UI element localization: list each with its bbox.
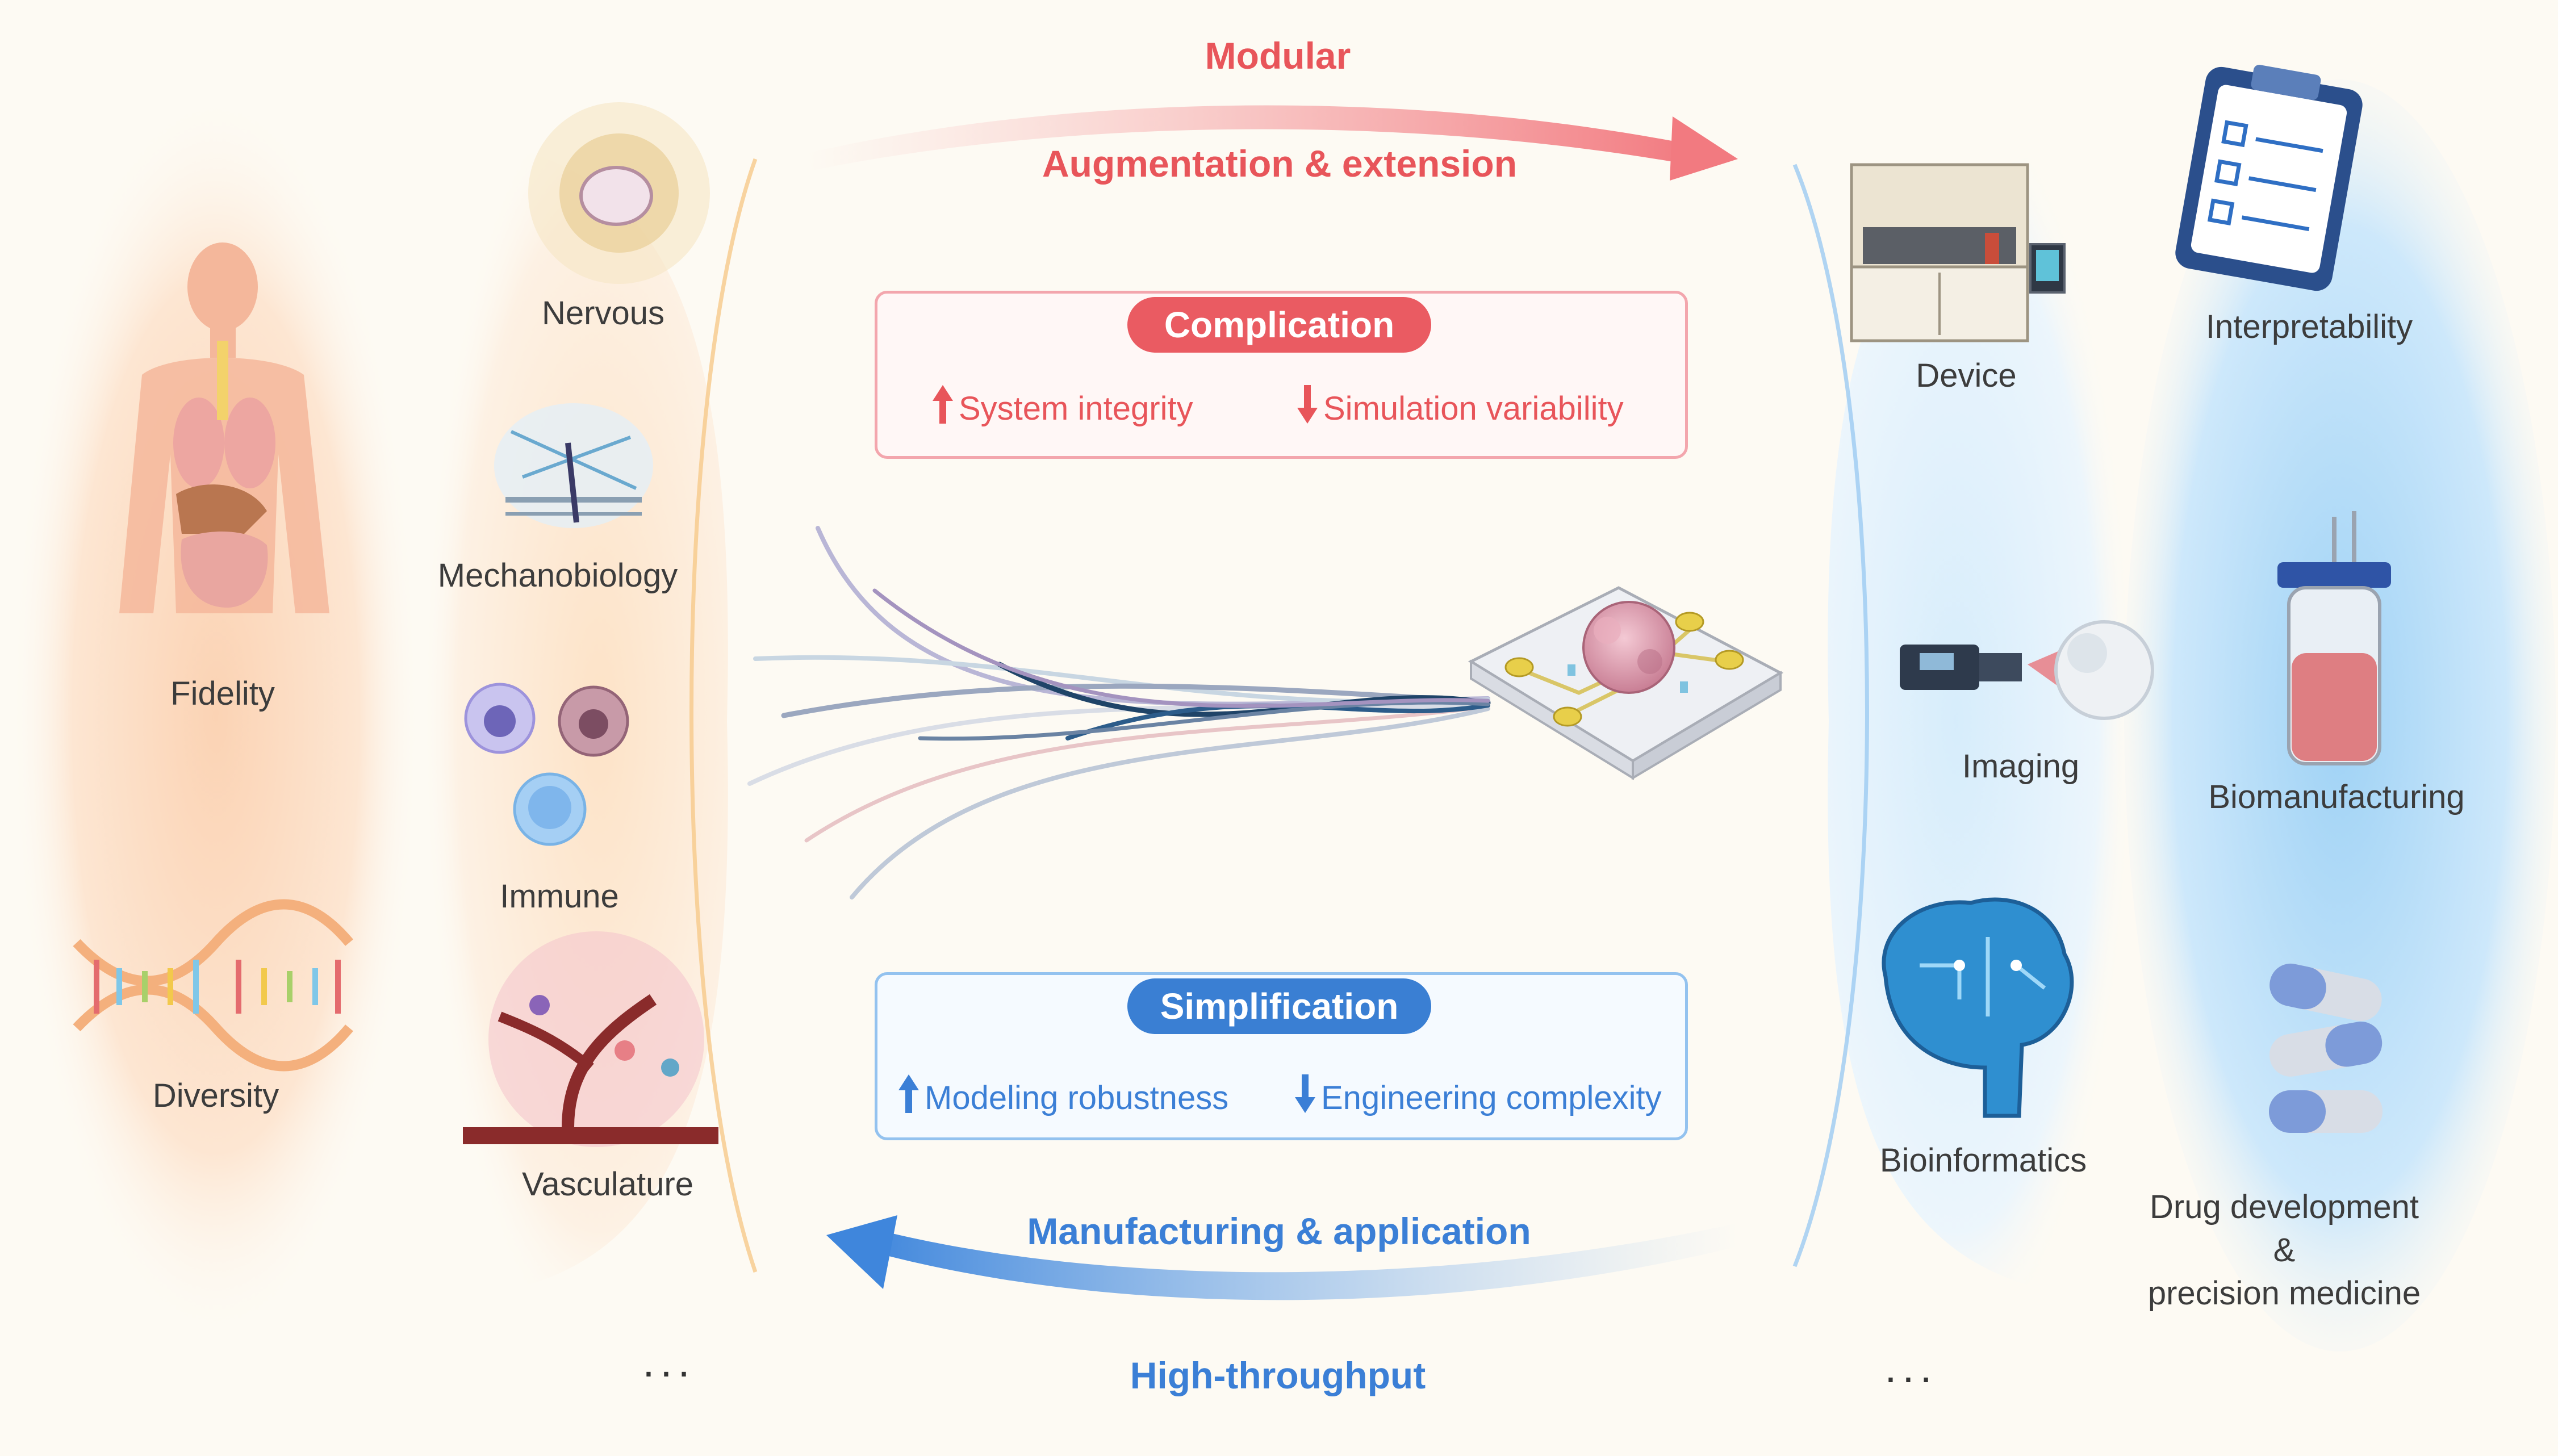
left-divider	[689, 158, 758, 1273]
imaging-label: Imaging	[1962, 748, 2080, 785]
system-integrity-label: System integrity	[959, 390, 1193, 427]
fidelity-label: Fidelity	[170, 675, 275, 712]
ampersand-label: &	[2273, 1232, 2296, 1269]
engineering-complexity-item: Engineering complexity	[1294, 1073, 1662, 1122]
capsules-illustration	[2269, 963, 2383, 1133]
modular-label: Modular	[1205, 35, 1351, 77]
arrow-up-icon	[931, 384, 954, 433]
nervous-label: Nervous	[542, 295, 664, 332]
fiber-bundle	[747, 526, 1491, 899]
diversity-label: Diversity	[152, 1077, 279, 1114]
clipboard-illustration	[2175, 65, 2363, 291]
engineering-complexity-label: Engineering complexity	[1321, 1079, 1662, 1116]
human-body-illustration	[119, 242, 329, 613]
immune-label: Immune	[500, 878, 619, 915]
arrow-down-icon	[1294, 1073, 1316, 1122]
interpretability-label: Interpretability	[2205, 308, 2413, 345]
top-arrow-head	[1670, 116, 1738, 181]
vasculature-illustration	[463, 931, 718, 1147]
augmentation-label: Augmentation & extension	[1042, 143, 1518, 185]
left-ellipsis: ...	[642, 1338, 696, 1386]
bioinformatics-label: Bioinformatics	[1879, 1142, 2087, 1179]
top-arrow-shaft	[806, 105, 1692, 170]
system-integrity-item: System integrity	[931, 384, 1193, 433]
circuit-brain-illustration	[1882, 897, 2074, 1118]
arrow-up-icon	[897, 1073, 920, 1122]
immune-cells-illustration	[464, 683, 629, 846]
imaging-camera-illustration	[1900, 620, 2154, 720]
simplification-pill: Simplification	[1127, 978, 1431, 1034]
right-ellipsis: ...	[1884, 1344, 1938, 1392]
complication-pill: Complication	[1127, 297, 1431, 353]
neuron-illustration	[528, 102, 710, 284]
bioreactor-illustration	[2277, 511, 2391, 765]
simulation-variability-label: Simulation variability	[1323, 390, 1624, 427]
high-throughput-label: High-throughput	[1130, 1354, 1426, 1396]
mechanobiology-illustration	[494, 403, 653, 528]
lab-device-illustration	[1850, 163, 2066, 342]
bottom-arrow-shaft	[863, 1224, 1738, 1300]
drug-development-label: Drug development	[2150, 1189, 2419, 1225]
device-label: Device	[1916, 357, 2017, 394]
manufacturing-label: Manufacturing & application	[1027, 1210, 1531, 1252]
dna-illustration	[73, 899, 353, 1072]
right-divider	[1792, 164, 1869, 1267]
fidelity-diversity-band	[11, 91, 420, 1340]
modeling-robustness-label: Modeling robustness	[925, 1079, 1229, 1116]
complication-box	[875, 291, 1688, 459]
vasculature-label: Vasculature	[522, 1166, 693, 1203]
organ-chip-illustration	[1468, 586, 1784, 780]
mechanobiology-label: Mechanobiology	[437, 557, 678, 594]
arrow-down-icon	[1296, 384, 1319, 433]
modeling-robustness-item: Modeling robustness	[897, 1073, 1228, 1122]
bottom-arrow-head	[826, 1215, 897, 1289]
simulation-variability-item: Simulation variability	[1296, 384, 1624, 433]
biomanufacturing-label: Biomanufacturing	[2208, 779, 2465, 815]
precision-medicine-label: precision medicine	[2147, 1275, 2421, 1312]
